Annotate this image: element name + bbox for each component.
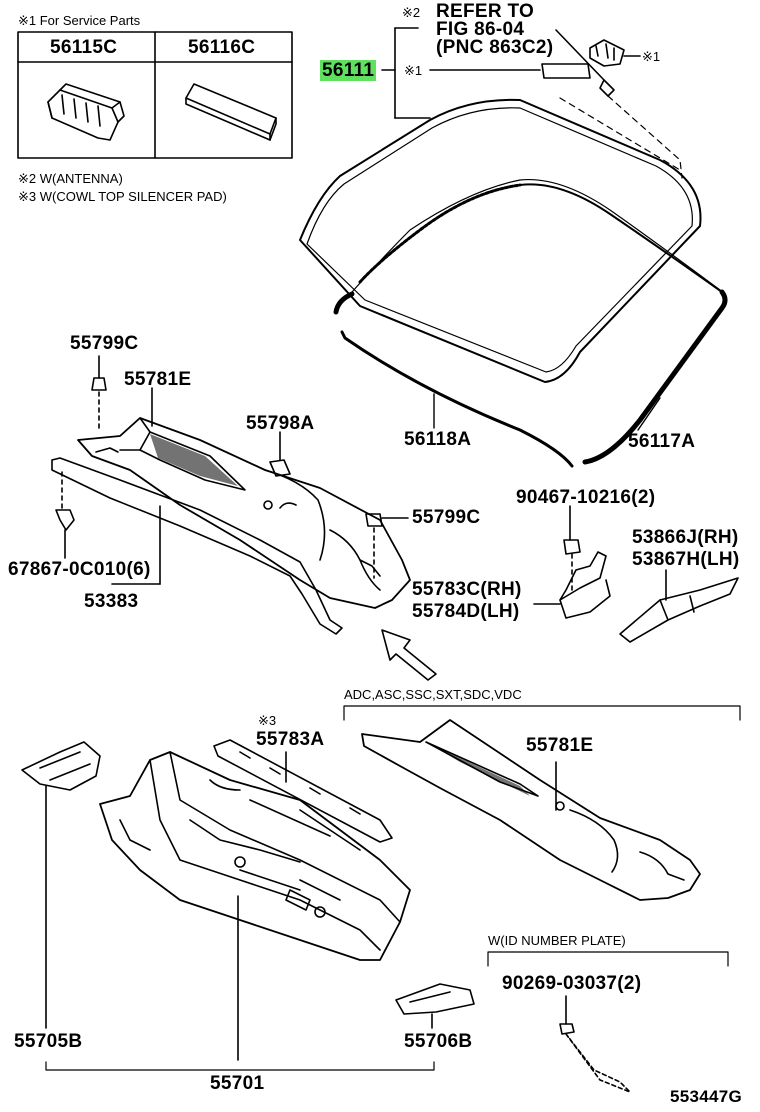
part-label-55798A: 55798A — [246, 413, 315, 434]
part-label-56117A: 56117A — [628, 431, 696, 452]
refer-line-3: (PNC 863C2) — [436, 37, 554, 58]
group-bracket-55701 — [45, 1061, 435, 1071]
part-label-56116C: 56116C — [188, 37, 256, 58]
part-label-53383: 53383 — [84, 591, 139, 612]
clip-55798A — [269, 431, 291, 477]
part-label-55783C: 55783C(RH) — [412, 579, 522, 600]
cowl-panel-55701 — [99, 751, 411, 1061]
plate-part — [541, 63, 591, 79]
bracket-53866J — [619, 569, 739, 643]
part-label-55783A: 55783A — [256, 729, 325, 750]
seal-53383 — [51, 457, 343, 635]
part-label-90467: 90467-10216(2) — [516, 487, 656, 508]
part-56115C-drawing — [47, 83, 125, 141]
part-label-53867H: 53867H(LH) — [632, 549, 740, 570]
direction-arrow — [381, 629, 437, 681]
part-label-55799C-top: 55799C — [70, 333, 139, 354]
part-label-55701: 55701 — [210, 1073, 265, 1094]
part-label-55706B: 55706B — [404, 1031, 473, 1052]
part-label-53866J: 53866J(RH) — [632, 527, 739, 548]
strip-56118A — [340, 330, 574, 468]
cowl-top-lower — [361, 719, 701, 901]
part-56116C-drawing — [185, 83, 277, 141]
part-label-56118A: 56118A — [404, 429, 472, 450]
antenna-connector — [555, 29, 641, 97]
windshield-glass — [299, 98, 721, 383]
part-label-55781E-top: 55781E — [124, 369, 192, 390]
figure-id: 553447G — [670, 1087, 743, 1106]
molding-56117A — [333, 183, 728, 465]
bracket-55783C — [533, 505, 611, 619]
condition-adc: ADC,ASC,SSC,SXT,SDC,VDC — [344, 687, 522, 702]
part-label-56115C: 56115C — [50, 37, 118, 58]
clip-67867 — [55, 471, 75, 559]
adc-bracket — [343, 705, 741, 721]
mark-silencer: ※3 — [258, 713, 277, 728]
part-label-55784D: 55784D(LH) — [412, 601, 520, 622]
note-silencer: ※3 W(COWL TOP SILENCER PAD) — [18, 189, 227, 204]
clip-55799C-top — [91, 355, 153, 433]
dashed-guide — [559, 95, 683, 179]
part-label-55705B: 55705B — [14, 1031, 83, 1052]
part-label-67867: 67867-0C010(6) — [8, 559, 151, 580]
refer-line-2: FIG 86-04 — [436, 19, 525, 40]
leader-56111 — [381, 27, 541, 119]
part-label-90269: 90269-03037(2) — [502, 973, 642, 994]
id-plate-bracket — [487, 951, 729, 967]
part-label-56111: 56111 — [320, 60, 377, 81]
service-parts-table — [17, 31, 293, 159]
condition-id-plate: W(ID NUMBER PLATE) — [488, 933, 626, 948]
note-service-parts: ※1 For Service Parts — [18, 13, 141, 28]
bracket-55705B — [21, 741, 101, 1029]
note-antenna: ※2 W(ANTENNA) — [18, 171, 123, 186]
part-label-55799C-mid: 55799C — [412, 507, 481, 528]
refer-mark: ※2 — [402, 5, 421, 20]
clip-55799C-mid — [365, 513, 409, 579]
bracket-55706B — [395, 983, 475, 1029]
pad-55783A — [213, 739, 393, 843]
mark-service-1: ※1 — [404, 63, 423, 78]
refer-line-1: REFER TO — [436, 1, 535, 22]
part-label-55781E-low: 55781E — [526, 735, 594, 756]
id-plate-screw — [559, 995, 631, 1093]
mark-service-2: ※1 — [642, 49, 661, 64]
